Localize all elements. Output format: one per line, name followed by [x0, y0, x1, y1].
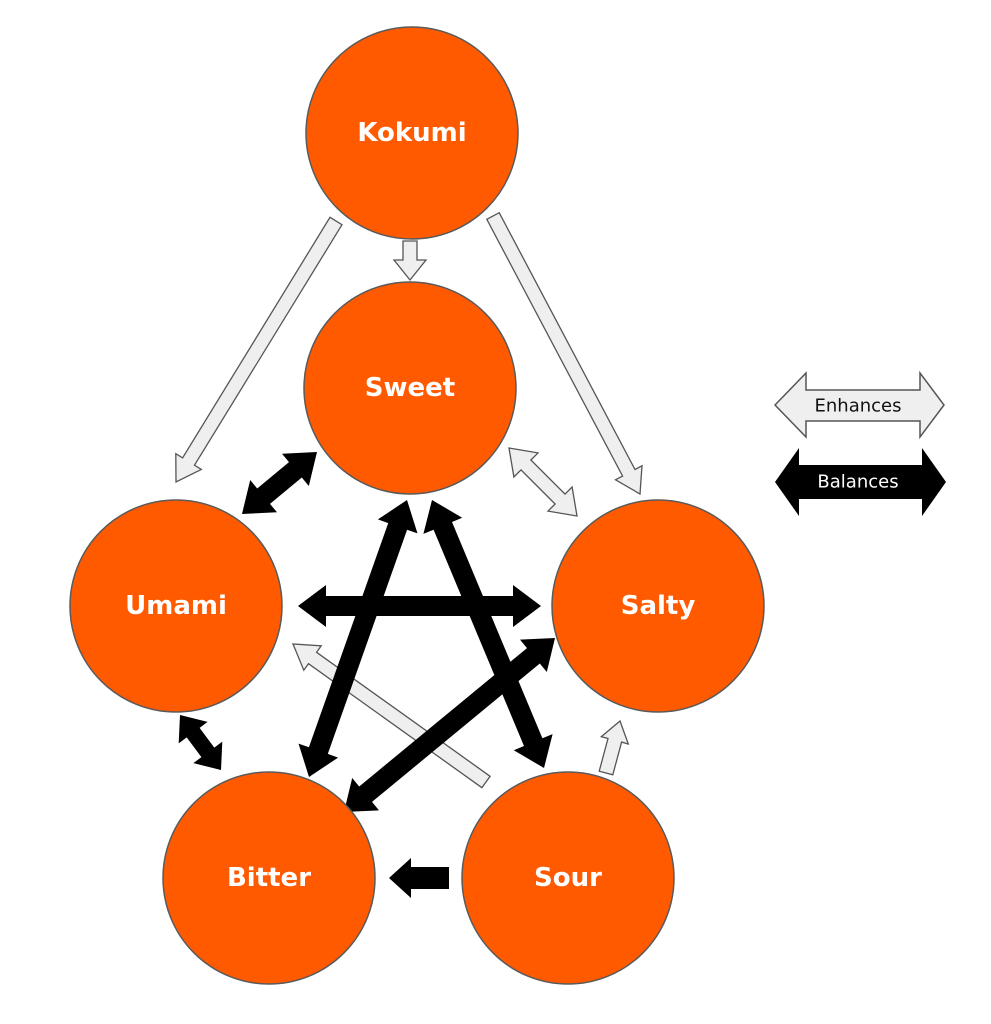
- sour-label: Sour: [534, 863, 602, 893]
- taste-nodes: Kokumi Sweet Umami Salty Bitter Sour: [69, 26, 765, 985]
- arrow-umami-salty: [298, 585, 541, 627]
- salty-label: Salty: [621, 591, 696, 621]
- arrow-kokumi-to-salty: [485, 211, 643, 496]
- arrow-kokumi-to-sweet: [392, 240, 428, 282]
- kokumi-label: Kokumi: [357, 118, 466, 148]
- bitter-circle: [162, 771, 376, 985]
- kokumi-circle: [305, 26, 519, 240]
- legend-enhances: Enhances: [773, 370, 945, 440]
- sour-circle: [461, 771, 675, 985]
- arrow-sour-to-bitter: [389, 858, 449, 898]
- umami-label: Umami: [125, 591, 227, 621]
- arrow-sweet-sour: [423, 500, 553, 768]
- relation-arrows: [175, 211, 643, 898]
- node-bitter: Bitter: [162, 771, 376, 985]
- arrow-umami-bitter: [178, 715, 223, 770]
- arrow-sweet-salty: [508, 447, 578, 517]
- double-arrow-outline-icon: [773, 370, 945, 440]
- arrow-sour-to-salty: [598, 719, 630, 776]
- salty-circle: [551, 499, 765, 713]
- node-kokumi: Kokumi: [305, 26, 519, 240]
- node-salty: Salty: [551, 499, 765, 713]
- node-sweet: Sweet: [303, 281, 517, 495]
- bitter-label: Bitter: [227, 863, 311, 893]
- arrow-sweet-bitter: [298, 500, 418, 777]
- arrow-salty-bitter: [344, 638, 555, 812]
- double-arrow-solid-icon: [775, 448, 946, 516]
- node-umami: Umami: [69, 499, 283, 713]
- sweet-circle: [303, 281, 517, 495]
- legend-balances-label: Balances: [817, 472, 898, 493]
- node-sour: Sour: [461, 771, 675, 985]
- legend-balances: Balances: [775, 448, 946, 516]
- arrow-sweet-umami: [242, 452, 317, 514]
- sweet-label: Sweet: [365, 373, 455, 403]
- umami-circle: [69, 499, 283, 713]
- legend-enhances-label: Enhances: [815, 396, 902, 417]
- legend: Enhances Balances: [773, 370, 946, 516]
- arrow-kokumi-to-umami: [175, 216, 343, 484]
